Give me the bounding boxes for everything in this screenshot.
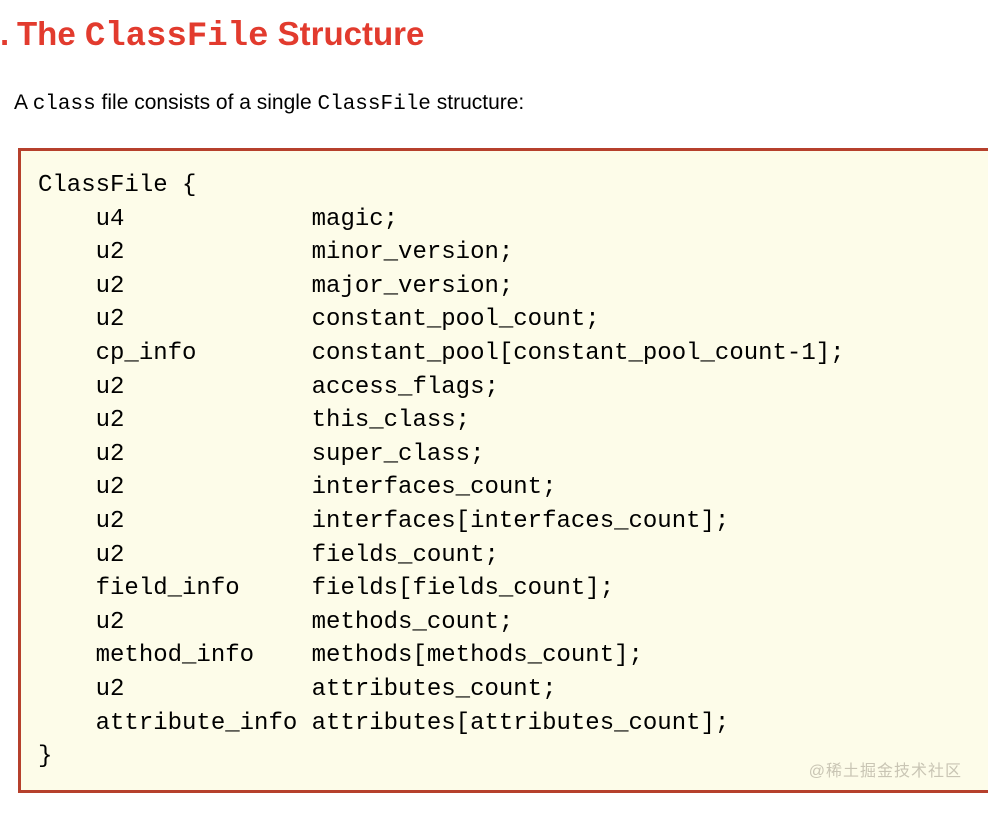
- intro-text-3: structure:: [430, 91, 525, 114]
- watermark: @稀土掘金技术社区: [808, 762, 962, 780]
- heading-code-classfile: ClassFile: [84, 18, 269, 56]
- classfile-structure-code-block: ClassFile { u4 magic; u2 minor_version; …: [18, 148, 988, 793]
- intro-text-1: A: [14, 91, 33, 114]
- heading-text-pre: The: [17, 15, 85, 52]
- intro-code-class: class: [32, 93, 96, 116]
- code-content: ClassFile { u4 magic; u2 minor_version; …: [38, 172, 845, 771]
- heading-text-post: Structure: [268, 15, 425, 52]
- heading-section-number-fragment: .: [0, 15, 10, 52]
- intro-text-2: file consists of a single: [95, 91, 318, 114]
- page-title: .The ClassFile Structure: [0, 14, 988, 57]
- intro-code-classfile: ClassFile: [317, 93, 431, 116]
- intro-paragraph: A class file consists of a single ClassF…: [14, 90, 988, 118]
